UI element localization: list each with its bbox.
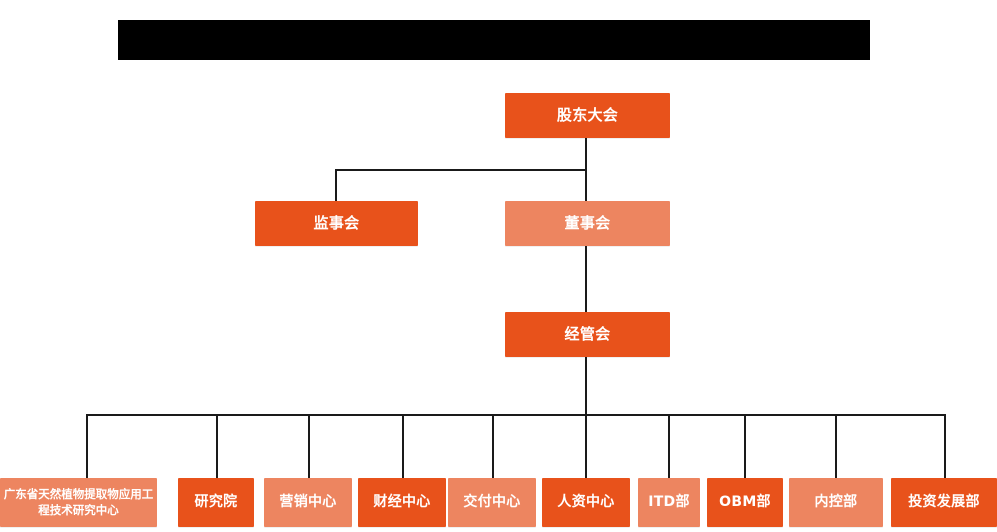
node-board-of-directors[interactable]: 董事会: [505, 201, 670, 246]
connector-drop-leaf-3: [308, 414, 310, 478]
connector-level4-bus: [86, 414, 946, 416]
connector-management-stem: [585, 357, 587, 416]
node-management-committee[interactable]: 经管会: [505, 312, 670, 357]
node-research-institute[interactable]: 研究院: [178, 478, 254, 527]
connector-drop-leaf-7: [668, 414, 670, 478]
node-board-of-supervisors[interactable]: 监事会: [255, 201, 418, 246]
connector-drop-supervisors: [335, 169, 337, 202]
node-hr-center[interactable]: 人资中心: [542, 478, 630, 527]
connector-drop-leaf-1: [86, 414, 88, 478]
redacted-title-bar: [118, 20, 870, 60]
node-internal-control-department[interactable]: 内控部: [789, 478, 883, 527]
node-itd-department[interactable]: ITD部: [638, 478, 700, 527]
connector-drop-leaf-5: [492, 414, 494, 478]
connector-drop-leaf-9: [835, 414, 837, 478]
node-guangdong-research-center[interactable]: 广东省天然植物提取物应用工程技术研究中心: [0, 478, 157, 527]
node-marketing-center[interactable]: 营销中心: [264, 478, 352, 527]
connector-drop-directors: [585, 169, 587, 202]
node-delivery-center[interactable]: 交付中心: [448, 478, 536, 527]
node-shareholders-meeting[interactable]: 股东大会: [505, 93, 670, 138]
connector-drop-leaf-4: [402, 414, 404, 478]
connector-level2-bus: [335, 169, 587, 171]
connector-directors-to-management: [585, 246, 587, 313]
node-obm-department[interactable]: OBM部: [707, 478, 783, 527]
connector-shareholders-stem: [585, 138, 587, 171]
connector-drop-leaf-10: [944, 414, 946, 478]
connector-drop-leaf-6: [585, 414, 587, 478]
connector-drop-leaf-8: [744, 414, 746, 478]
connector-drop-leaf-2: [216, 414, 218, 478]
node-finance-center[interactable]: 财经中心: [358, 478, 446, 527]
node-investment-development-department[interactable]: 投资发展部: [891, 478, 997, 527]
